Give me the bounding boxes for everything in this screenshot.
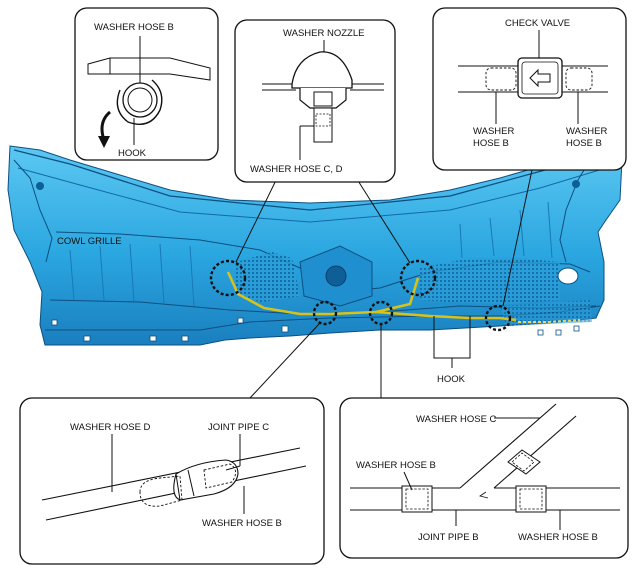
hook-detail-box: WASHER HOSE B HOOK [74, 7, 219, 161]
washer-nozzle-label: WASHER NOZZLE [283, 28, 364, 39]
joint-pipe-c-label: JOINT PIPE C [208, 422, 269, 433]
washer-hose-b-left-line2: HOSE B [473, 138, 509, 149]
hook-label: HOOK [118, 148, 147, 159]
washer-hose-b-right-line1: WASHER [566, 126, 607, 137]
cowl-grille-label: COWL GRILLE [57, 236, 122, 247]
cowl-grille-body [7, 145, 623, 346]
hook-bottom-label: HOOK [437, 374, 466, 385]
joint-pipe-b-box: WASHER HOSE C WASHER HOSE B JOINT PIPE B… [339, 397, 629, 559]
flow-arrow-icon [529, 68, 551, 88]
washer-hose-b-right-line2: HOSE B [566, 138, 602, 149]
check-valve-label: CHECK VALVE [505, 18, 570, 29]
washer-hose-b-br-right-label: WASHER HOSE B [518, 532, 598, 543]
leader-lines [235, 167, 533, 399]
washer-hose-b-br-left-label: WASHER HOSE B [356, 460, 436, 471]
washer-hose-c-label: WASHER HOSE C [416, 414, 497, 425]
check-valve-box: CHECK VALVE WASHER HOSE B WASHER HOSE B [432, 7, 627, 171]
washer-hose-d-label: WASHER HOSE D [70, 422, 151, 433]
washer-hose-b-bl-label: WASHER HOSE B [202, 518, 282, 529]
joint-pipe-b-label: JOINT PIPE B [418, 532, 479, 543]
washer-hose-b-label: WASHER HOSE B [94, 22, 174, 33]
nozzle-detail-box: WASHER NOZZLE WASHER HOSE C, D [234, 19, 396, 183]
washer-hose-b-left-line1: WASHER [473, 126, 514, 137]
washer-hose-cd-label: WASHER HOSE C, D [250, 164, 343, 175]
joint-pipe-c-box: WASHER HOSE D JOINT PIPE C WASHER HOSE B [19, 397, 325, 565]
